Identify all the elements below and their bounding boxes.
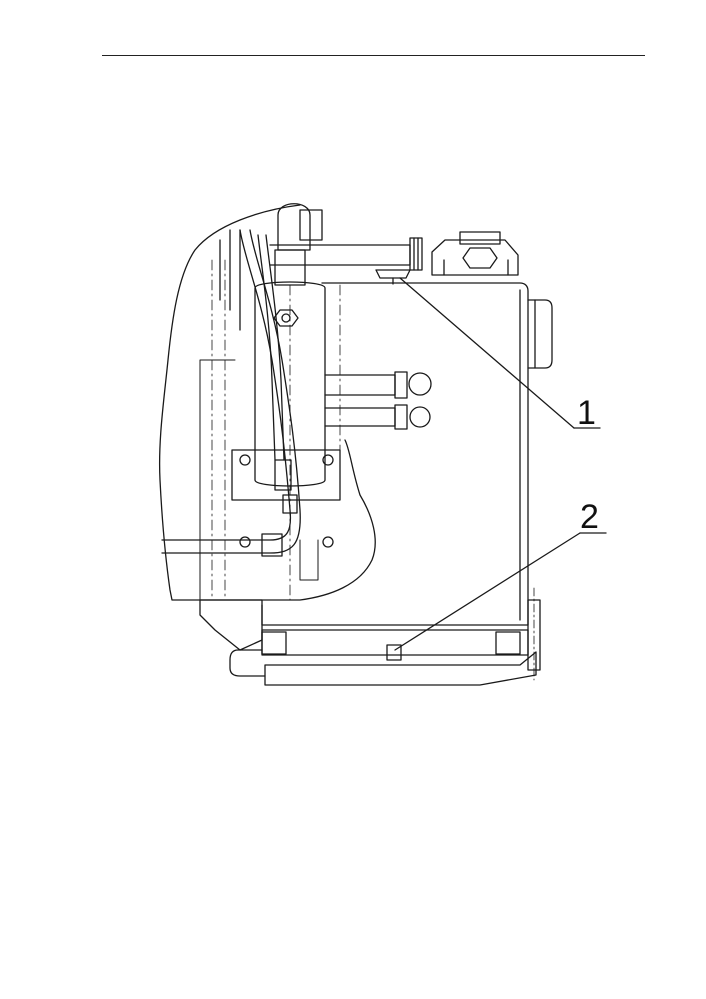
filter-cylinder bbox=[254, 281, 326, 487]
filter-neck bbox=[274, 249, 306, 286]
hidden-lines bbox=[211, 259, 521, 601]
hose-second-inner bbox=[265, 234, 285, 461]
top-coupling bbox=[409, 237, 423, 271]
side-cover bbox=[527, 299, 553, 369]
hose-second-outer bbox=[257, 234, 276, 461]
side-fitting-lower bbox=[324, 407, 396, 427]
mount-plate bbox=[231, 449, 341, 501]
tank-body bbox=[261, 282, 529, 626]
side-fitting-upper-eye bbox=[408, 372, 432, 396]
hose-inner bbox=[161, 229, 301, 554]
side-fitting-lower-nut bbox=[394, 404, 408, 430]
callout-2-leader bbox=[394, 532, 581, 651]
hose-fitting-3 bbox=[261, 533, 283, 557]
base-rail bbox=[261, 629, 529, 656]
mount-bolt bbox=[322, 536, 334, 548]
filter-nut-center bbox=[281, 313, 291, 323]
header-rule bbox=[102, 55, 645, 56]
filler-housing bbox=[431, 239, 519, 276]
filler-nut bbox=[462, 247, 498, 269]
top-pipe bbox=[269, 244, 411, 266]
internal-channel bbox=[199, 359, 319, 601]
top-eye-fitting bbox=[277, 203, 311, 251]
mount-bolt bbox=[239, 536, 251, 548]
callout-1-leader bbox=[399, 277, 575, 429]
breather bbox=[375, 269, 411, 279]
callout-1-label: 1 bbox=[577, 394, 596, 432]
section-break-outline bbox=[158, 204, 376, 601]
base-left-bracket bbox=[199, 599, 263, 651]
side-fitting-upper bbox=[324, 374, 396, 396]
top-eye-block bbox=[299, 209, 323, 241]
mount-bolt bbox=[239, 454, 251, 466]
rail-block-left bbox=[261, 631, 287, 655]
return-pipe bbox=[229, 649, 266, 677]
base-skid bbox=[264, 651, 537, 686]
side-fitting-upper-nut bbox=[394, 371, 408, 399]
rail-block-right bbox=[495, 631, 521, 655]
mount-bolt bbox=[322, 454, 334, 466]
drain-plug bbox=[386, 644, 402, 661]
side-fitting-lower-eye bbox=[409, 406, 431, 428]
callout-2-label: 2 bbox=[580, 498, 599, 536]
filler-cap bbox=[459, 231, 501, 245]
hose-fitting-1 bbox=[274, 459, 292, 491]
hose-outer bbox=[161, 229, 292, 541]
filter-nut-icon bbox=[273, 309, 299, 327]
